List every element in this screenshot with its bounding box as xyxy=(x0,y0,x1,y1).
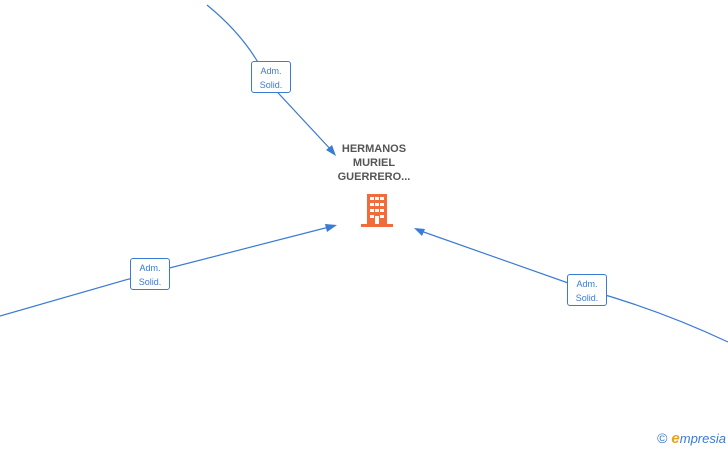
edge-label-2-line-2: Solid. xyxy=(138,277,162,287)
arrow-head-1 xyxy=(326,145,336,156)
copyright-symbol: © xyxy=(657,430,668,446)
building-icon[interactable] xyxy=(361,194,393,228)
edge-label-1[interactable]: Adm. Solid. xyxy=(251,61,291,93)
edge-label-3[interactable]: Adm. Solid. xyxy=(567,274,607,306)
edge-label-3-line-2: Solid. xyxy=(575,293,599,303)
empresia-watermark: ©empresia xyxy=(657,430,726,447)
edge-label-1-line-1: Adm. xyxy=(260,66,282,76)
edge-label-3-line-1: Adm. xyxy=(576,279,598,289)
company-name[interactable]: HERMANOS MURIEL GUERRERO... xyxy=(318,142,430,184)
company-name-line-2: MURIEL xyxy=(352,157,396,169)
edge-label-2[interactable]: Adm. Solid. xyxy=(130,258,170,290)
company-name-line-1: HERMANOS xyxy=(341,143,407,155)
arrow-head-3 xyxy=(414,228,425,236)
edge-label-1-line-2: Solid. xyxy=(259,80,283,90)
edge-label-2-line-1: Adm. xyxy=(139,263,161,273)
brand-name: mpresia xyxy=(679,431,726,446)
company-name-line-3: GUERRERO... xyxy=(337,171,411,183)
brand-initial: e xyxy=(671,430,680,447)
arrow-head-2 xyxy=(325,224,337,232)
